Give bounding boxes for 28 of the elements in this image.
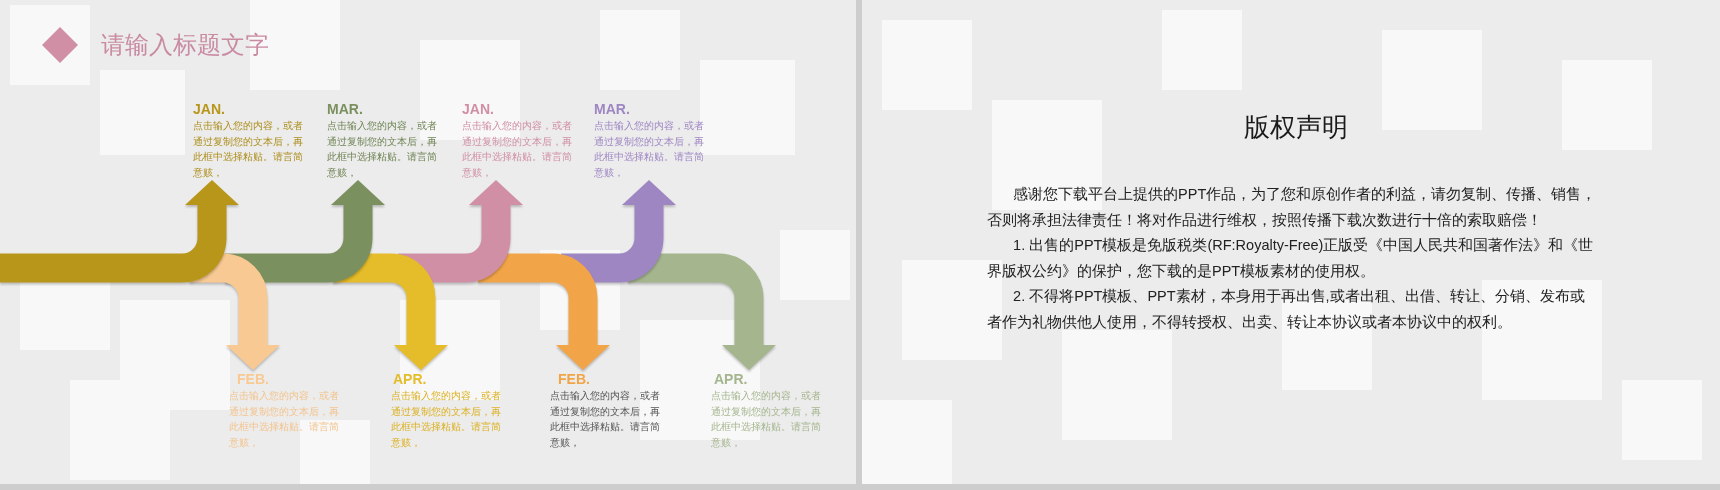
body-text: 点击输入您的内容，或者通过复制您的文本后，再此框中选择粘贴。请言简意赅， bbox=[594, 119, 705, 180]
heading: 版权声明 bbox=[1244, 111, 1348, 143]
arrow bbox=[478, 253, 610, 370]
body-text: 点击输入您的内容，或者通过复制您的文本后，再此框中选择粘贴。请言简意赅， bbox=[711, 389, 822, 450]
month-label: FEB. bbox=[237, 370, 269, 388]
arrow bbox=[628, 253, 776, 370]
paragraph: 感谢您下载平台上提供的PPT作品，为了您和原创作者的利益，请勿复制、传播、销售，否则将承担法律责任！将对作品进行维权，按照传播下载次数进行十倍的索取赔偿！ bbox=[987, 185, 1598, 230]
title: 请输入标题文字 bbox=[101, 30, 269, 60]
body-text: 点击输入您的内容，或者通过复制您的文本后，再此框中选择粘贴。请言简意赅， bbox=[327, 119, 438, 180]
arrow bbox=[561, 180, 676, 283]
month-label: JAN. bbox=[193, 100, 225, 118]
month-label: MAR. bbox=[327, 100, 363, 118]
month-label: JAN. bbox=[462, 100, 494, 118]
arrow bbox=[333, 253, 448, 370]
month-label: APR. bbox=[393, 370, 427, 388]
paragraph: 1. 出售的PPT模板是免版税类(RF:Royalty-Free)正版受《中国人民共和国著作法》和《世界版权公约》的保护，您下载的是PPT模板素材的使用权。 bbox=[987, 236, 1595, 281]
month-label: MAR. bbox=[594, 100, 630, 118]
month-label: FEB. bbox=[558, 370, 590, 388]
body-text: 点击输入您的内容，或者通过复制您的文本后，再此框中选择粘贴。请言简意赅， bbox=[391, 389, 502, 450]
arrow bbox=[190, 253, 280, 370]
paragraph: 2. 不得将PPT模板、PPT素材，本身用于再出售,或者出租、出借、转让、分销、发布或者作为礼物供他人使用，不得转授权、出卖、转让本协议或者本协议中的权利。 bbox=[987, 287, 1586, 332]
body-text: 点击输入您的内容，或者通过复制您的文本后，再此框中选择粘贴。请言简意赅， bbox=[550, 389, 661, 450]
arrow bbox=[398, 180, 523, 283]
month-label: APR. bbox=[714, 370, 748, 388]
body-text: 点击输入您的内容，或者通过复制您的文本后，再此框中选择粘贴。请言简意赅， bbox=[229, 389, 340, 450]
body-text: 点击输入您的内容，或者通过复制您的文本后，再此框中选择粘贴。请言简意赅， bbox=[193, 119, 304, 180]
arrow bbox=[0, 180, 239, 283]
body-text: 点击输入您的内容，或者通过复制您的文本后，再此框中选择粘贴。请言简意赅， bbox=[462, 119, 573, 180]
